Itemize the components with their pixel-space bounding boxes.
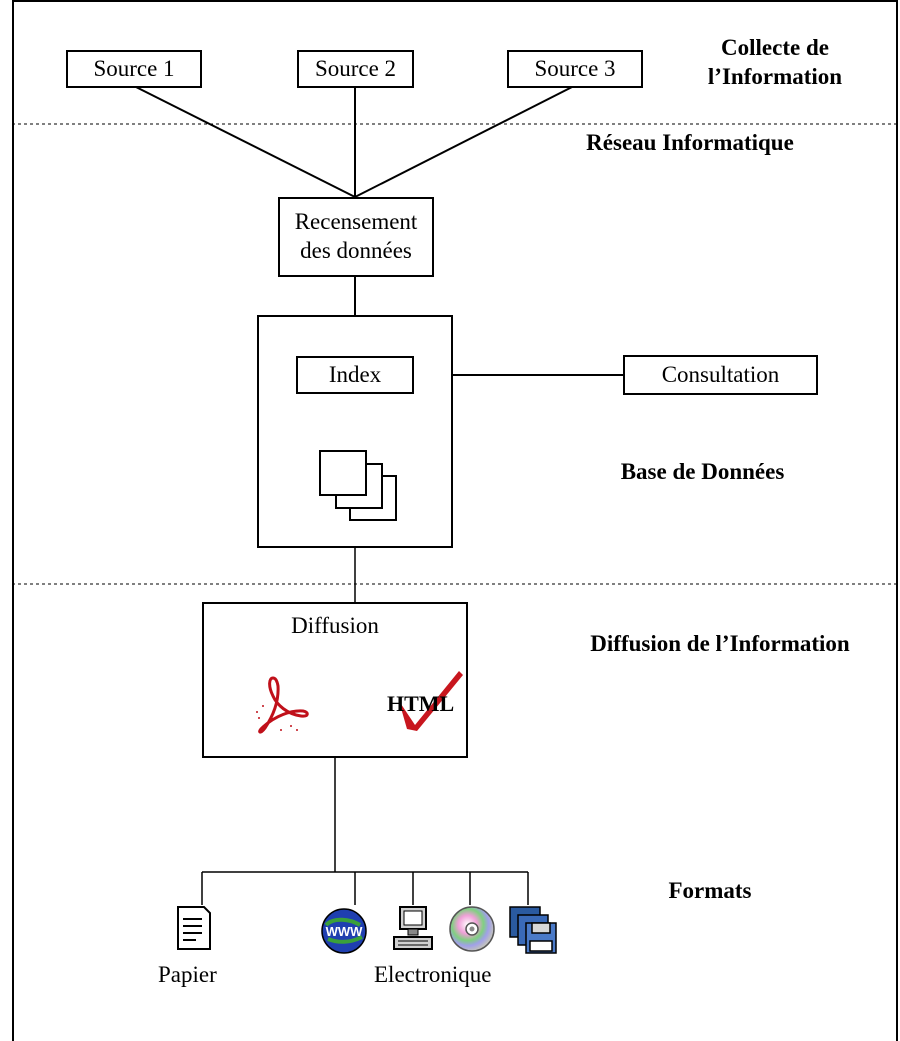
- papier-label: Papier: [158, 962, 217, 987]
- floppy-disks-icon: [509, 906, 557, 954]
- section-collecte: Collecte de l’Information: [690, 34, 860, 92]
- diagram-frame: [12, 0, 898, 1041]
- section-reseau: Réseau Informatique: [586, 130, 794, 155]
- electronique-label: Electronique: [374, 962, 492, 987]
- source-3-box: Source 3: [507, 50, 643, 88]
- document-icon: [177, 906, 211, 950]
- cd-rom-icon: [449, 906, 495, 952]
- section-base: Base de Données: [620, 459, 785, 484]
- diffusion-box: Diffusion: [202, 602, 468, 758]
- svg-text:WWW: WWW: [326, 924, 364, 939]
- section-diffusion: Diffusion de l’Information: [590, 631, 850, 656]
- html-check-icon: HTML: [387, 671, 463, 731]
- acrobat-pdf-icon: [256, 676, 309, 734]
- source-2-box: Source 2: [297, 50, 414, 88]
- computer-icon: [393, 906, 433, 950]
- section-formats: Formats: [668, 878, 752, 903]
- www-globe-icon: WWW: [321, 908, 367, 954]
- recensement-box: Recensement des données: [278, 197, 434, 277]
- html-logo-text: HTML: [387, 691, 454, 716]
- diffusion-label: Diffusion: [291, 613, 379, 638]
- source-1-box: Source 1: [66, 50, 202, 88]
- consultation-box: Consultation: [623, 355, 818, 395]
- database-pages-icon: [319, 450, 397, 521]
- collecte-line1: Collecte de: [721, 35, 829, 60]
- collecte-line2: l’Information: [707, 63, 843, 89]
- index-box: Index: [296, 356, 414, 394]
